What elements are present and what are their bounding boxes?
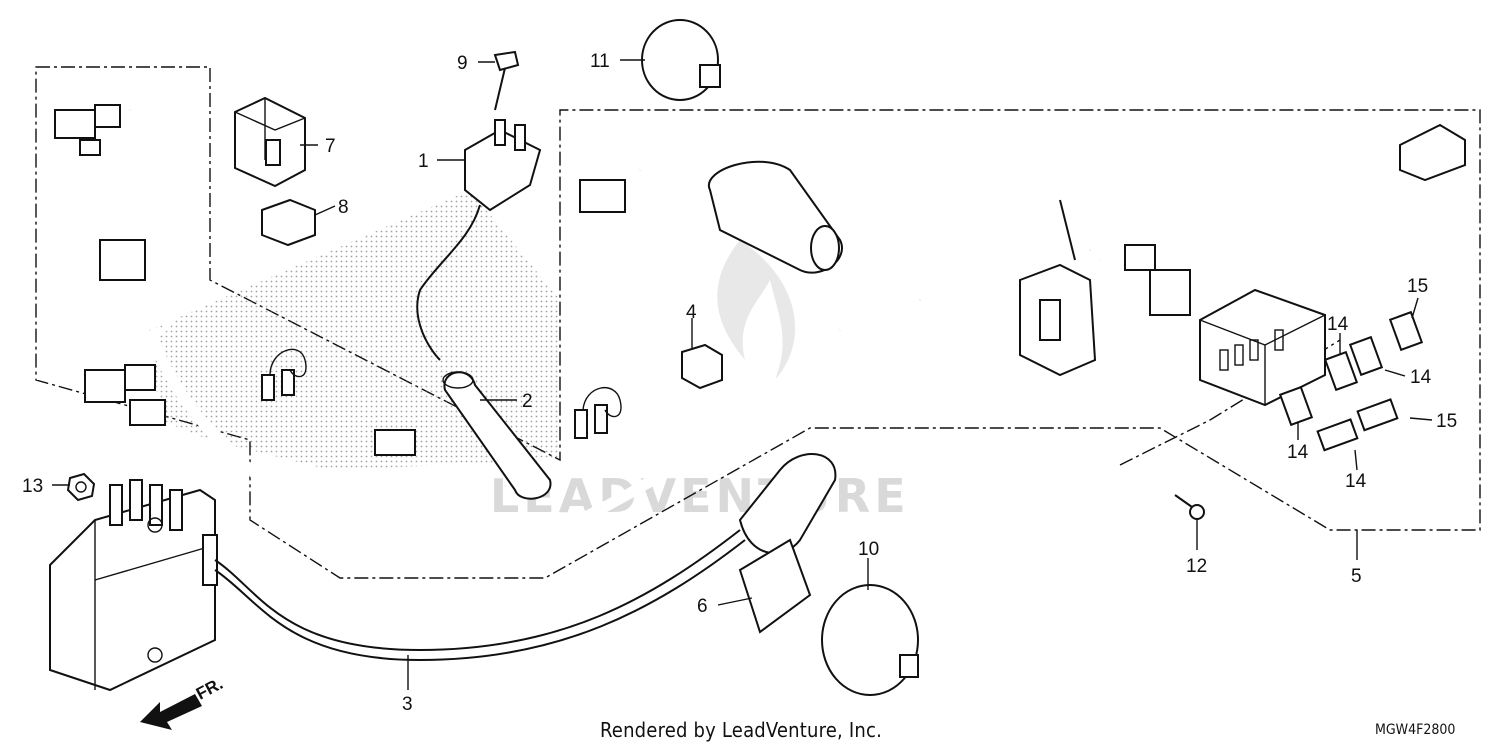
- callout-14-a: 14: [1327, 314, 1349, 335]
- callout-14-c: 14: [1287, 442, 1309, 463]
- harness-branch-upper-inner: [127, 108, 176, 336]
- regulator-cable: [214, 529, 741, 652]
- sensor-part-1: [416, 119, 542, 361]
- callout-14-d: 14: [1345, 471, 1367, 492]
- relay-part-4: [681, 343, 723, 390]
- callout-8: 8: [338, 197, 349, 218]
- fuse-14-a: [1323, 350, 1359, 392]
- nut-part-13: [66, 472, 96, 502]
- resistor-cap: [738, 453, 837, 554]
- boot-part-2: [442, 371, 552, 500]
- bracket-right: [1019, 199, 1097, 377]
- watermark: LEADVENTURE: [490, 469, 910, 523]
- harness-fusebox-lead-inner: [1097, 259, 1201, 355]
- callout-5: 5: [1351, 566, 1362, 587]
- band-clamp-11: [641, 19, 721, 101]
- callout-10: 10: [858, 539, 879, 560]
- fuse-box: [1199, 288, 1326, 407]
- callout-9: 9: [457, 53, 468, 74]
- band-clamp-10: [821, 584, 919, 696]
- callout-15-b: 15: [1436, 411, 1457, 432]
- callout-14-b: 14: [1410, 367, 1432, 388]
- bolt-part-9: [493, 50, 520, 111]
- fuse-14-b: [1348, 335, 1384, 377]
- relay-part-7: [234, 96, 306, 188]
- regulator-rectifier: [49, 479, 218, 692]
- harness-branch-upper: [129, 109, 174, 334]
- callout-12: 12: [1186, 556, 1207, 577]
- callout-15-a: 15: [1407, 276, 1428, 297]
- connector-center: [374, 429, 416, 456]
- connector-right-upper: [1124, 244, 1191, 316]
- callout-7: 7: [325, 136, 336, 157]
- callout-13: 13: [22, 476, 43, 497]
- pad-part-6: [738, 538, 812, 634]
- terminals-center: [574, 387, 622, 439]
- connector-top-left: [54, 104, 121, 156]
- connector-lower-left: [84, 364, 166, 426]
- main-harness-inner: [144, 295, 923, 555]
- leader-lines: [52, 59, 1433, 690]
- harness-coil-loop-inner: [637, 128, 872, 332]
- harness-branch-right-inner: [917, 287, 1023, 324]
- callout-4: 4: [686, 302, 697, 323]
- regulator-cable-2: [214, 539, 746, 662]
- screw-part-12: [1174, 494, 1205, 520]
- callout-6: 6: [697, 596, 708, 617]
- fuse-14-d: [1316, 418, 1359, 452]
- callout-2: 2: [522, 391, 533, 412]
- connector-mid-left: [99, 239, 146, 281]
- connector-top-right: [1399, 123, 1466, 182]
- front-arrow-icon: FR.: [140, 674, 226, 730]
- fuse-15-a: [1388, 310, 1424, 352]
- diagram-code: MGW4F2800: [1375, 722, 1456, 738]
- fuse-14-c: [1278, 385, 1314, 427]
- watermark-flame-icon: [717, 240, 796, 380]
- mount-part-8: [261, 198, 316, 247]
- ignition-coil: [707, 160, 843, 274]
- callout-3: 3: [402, 694, 413, 715]
- callout-11: 11: [590, 51, 610, 72]
- connector-coil: [579, 179, 626, 213]
- callout-1: 1: [418, 151, 429, 172]
- fuse-15-b: [1356, 398, 1399, 432]
- harness-top-right-inner: [1087, 147, 1423, 252]
- credit-text: Rendered by LeadVenture, Inc.: [600, 718, 882, 742]
- terminals-left: [261, 348, 307, 401]
